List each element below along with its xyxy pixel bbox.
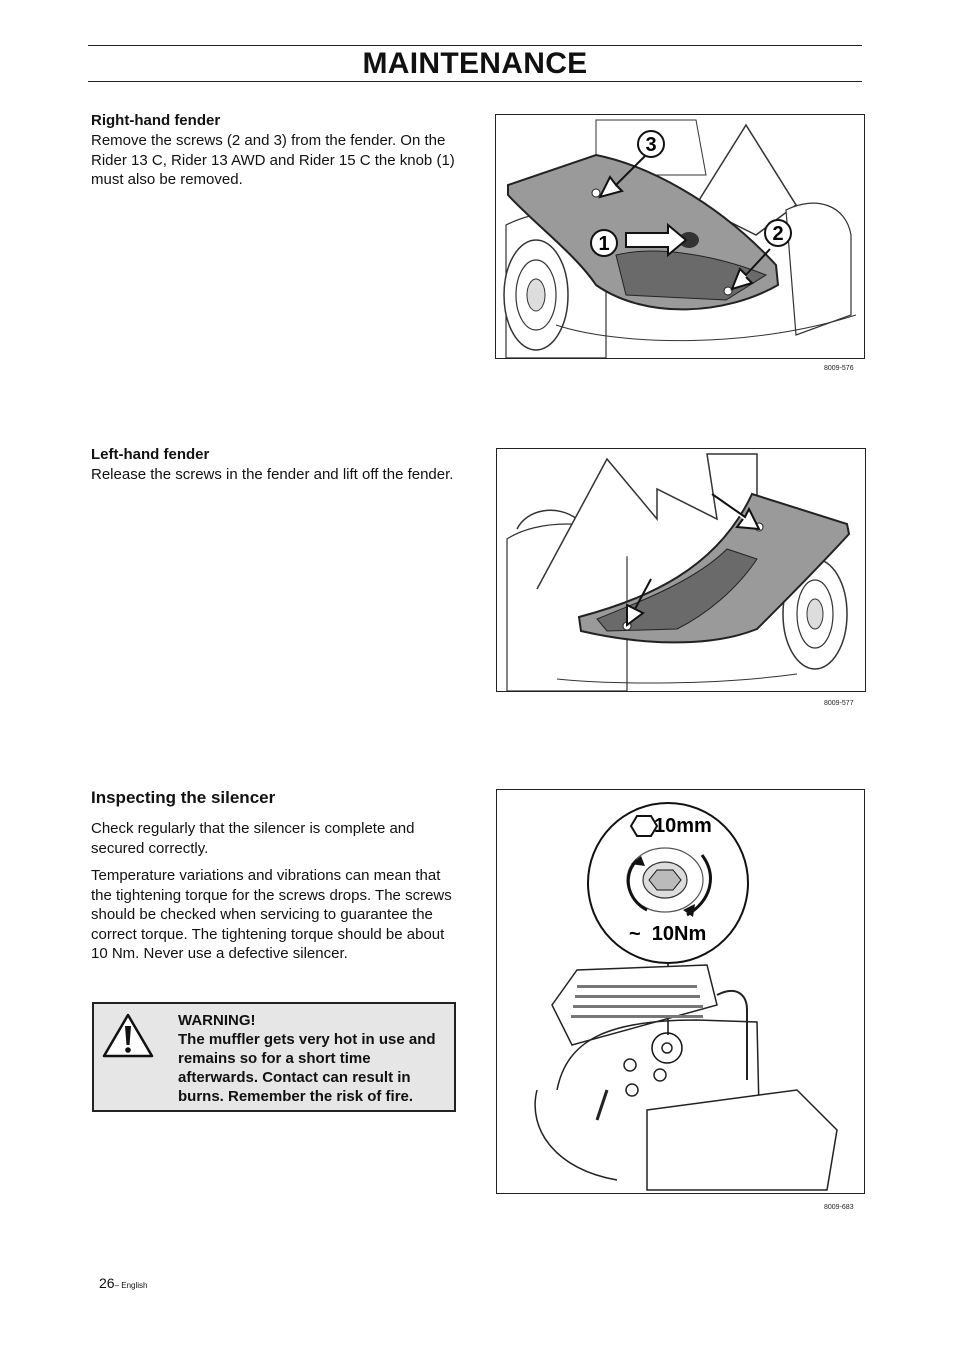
silencer-para-2: Temperature variations and vibrations ca… (91, 867, 452, 962)
right-fender-figure: 1 2 3 (495, 114, 865, 359)
warning-triangle-icon (102, 1013, 154, 1058)
page-title: MAINTENANCE (362, 47, 588, 80)
header-rule-top (88, 45, 862, 46)
silencer-para-1: Check regularly that the silencer is com… (91, 820, 415, 857)
callout-1: 1 (598, 233, 609, 255)
left-fender-heading: Left-hand fender (91, 446, 210, 463)
right-fender-heading: Right-hand fender (91, 112, 221, 129)
torque-label: ~ 10Nm (629, 923, 706, 945)
page-footer: 26– English (99, 1275, 148, 1291)
page-language: – English (114, 1281, 148, 1290)
warning-body: The muffler gets very hot in use and rem… (178, 1031, 436, 1105)
right-fender-figure-code: 8009-576 (824, 365, 854, 372)
silencer-figure-code: 8009-683 (824, 1204, 854, 1211)
warning-box: WARNING! The muffler gets very hot in us… (92, 1002, 456, 1112)
callout-2: 2 (772, 223, 783, 245)
silencer-heading: Inspecting the silencer (91, 788, 276, 807)
warning-text-block: WARNING! The muffler gets very hot in us… (178, 1011, 450, 1106)
left-fender-figure (496, 448, 866, 692)
left-fender-text: Release the screws in the fender and lif… (91, 466, 454, 483)
silencer-figure: 10mm ~ 10Nm (496, 789, 865, 1194)
warning-title: WARNING! (178, 1012, 256, 1029)
page-number: 26 (99, 1275, 115, 1291)
wrench-size-label: 10mm (654, 815, 712, 837)
callout-3: 3 (645, 134, 656, 156)
right-fender-text: Remove the screws (2 and 3) from the fen… (91, 132, 455, 188)
left-fender-figure-code: 8009-577 (824, 700, 854, 707)
header-rule-bottom (88, 81, 862, 82)
